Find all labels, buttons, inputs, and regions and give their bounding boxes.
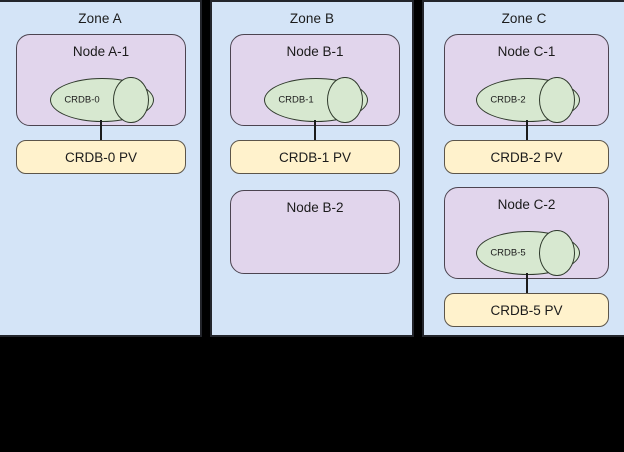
pod-crdb-2[interactable]: CRDB-2: [476, 76, 580, 124]
pod-crdb-1-label: CRDB-1: [278, 94, 314, 106]
pod-crdb-0-cap: [113, 76, 149, 124]
pv-crdb-0-label: CRDB-0 PV: [64, 149, 137, 165]
node-c-1[interactable]: Node C-1 CRDB-2: [444, 34, 609, 126]
connector-node-b-1-to-crdb-1-pv: [314, 120, 316, 142]
pv-crdb-5-label: CRDB-5 PV: [490, 302, 563, 318]
zone-c[interactable]: Zone C Node C-1 CRDB-2 CRDB-2 PV Node C-…: [422, 0, 624, 337]
node-a-1[interactable]: Node A-1 CRDB-0: [16, 34, 186, 126]
pv-crdb-5[interactable]: CRDB-5 PV: [444, 293, 609, 327]
node-c-1-title: Node C-1: [497, 44, 556, 59]
connector-node-c-2-to-crdb-5-pv: [526, 273, 528, 295]
node-c-2[interactable]: Node C-2 CRDB-5: [444, 187, 609, 279]
pod-crdb-0-label: CRDB-0: [64, 94, 100, 106]
pv-crdb-2[interactable]: CRDB-2 PV: [444, 140, 609, 174]
pv-crdb-2-label: CRDB-2 PV: [490, 149, 563, 165]
node-b-1-title: Node B-1: [286, 44, 344, 59]
pod-crdb-5[interactable]: CRDB-5: [476, 229, 580, 277]
pod-crdb-1-cap: [327, 76, 363, 124]
node-c-2-title: Node C-2: [497, 197, 556, 212]
pod-crdb-5-label: CRDB-5: [490, 247, 526, 259]
zone-b-title: Zone B: [289, 11, 335, 26]
node-b-2[interactable]: Node B-2: [230, 190, 400, 274]
pod-crdb-2-label: CRDB-2: [490, 94, 526, 106]
pv-crdb-0[interactable]: CRDB-0 PV: [16, 140, 186, 174]
zone-b[interactable]: Zone B Node B-1 CRDB-1 CRDB-1 PV Node B-…: [210, 0, 414, 337]
node-b-2-title: Node B-2: [286, 200, 344, 215]
pod-crdb-2-cap: [539, 76, 575, 124]
node-a-1-title: Node A-1: [72, 44, 130, 59]
pod-crdb-0[interactable]: CRDB-0: [50, 76, 154, 124]
connector-node-c-1-to-crdb-2-pv: [526, 120, 528, 142]
connector-node-a-1-to-crdb-0-pv: [100, 120, 102, 142]
zone-c-title: Zone C: [501, 11, 547, 26]
node-b-1[interactable]: Node B-1 CRDB-1: [230, 34, 400, 126]
zone-a-title: Zone A: [78, 11, 122, 26]
pv-crdb-1-label: CRDB-1 PV: [278, 149, 351, 165]
pod-crdb-5-cap: [539, 229, 575, 277]
zone-a[interactable]: Zone A Node A-1 CRDB-0 CRDB-0 PV: [0, 0, 202, 337]
pv-crdb-1[interactable]: CRDB-1 PV: [230, 140, 400, 174]
pod-crdb-1[interactable]: CRDB-1: [264, 76, 368, 124]
